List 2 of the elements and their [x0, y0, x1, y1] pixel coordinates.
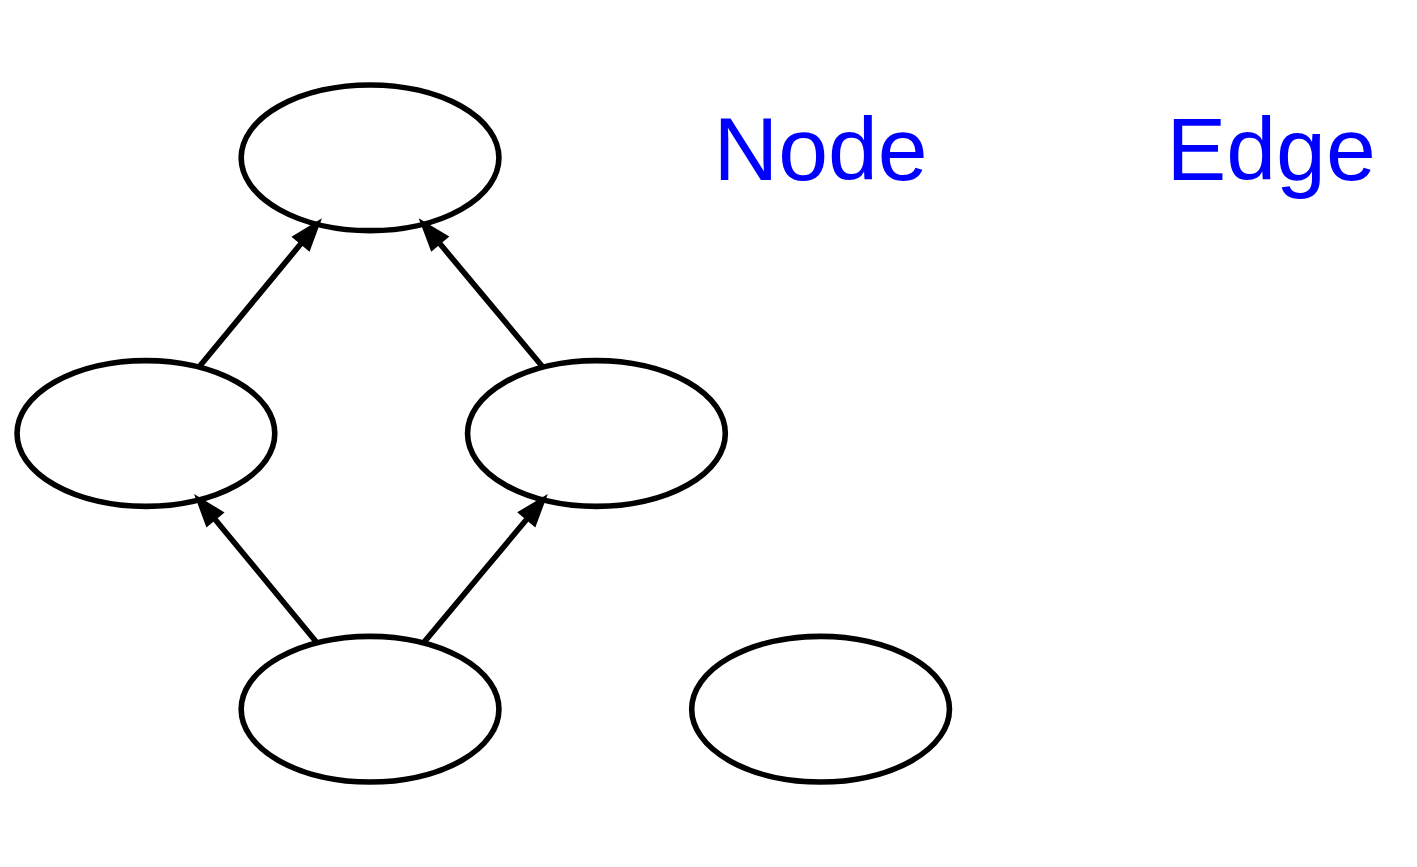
- label: Node: [713, 99, 928, 200]
- label: Edge: [1166, 99, 1376, 200]
